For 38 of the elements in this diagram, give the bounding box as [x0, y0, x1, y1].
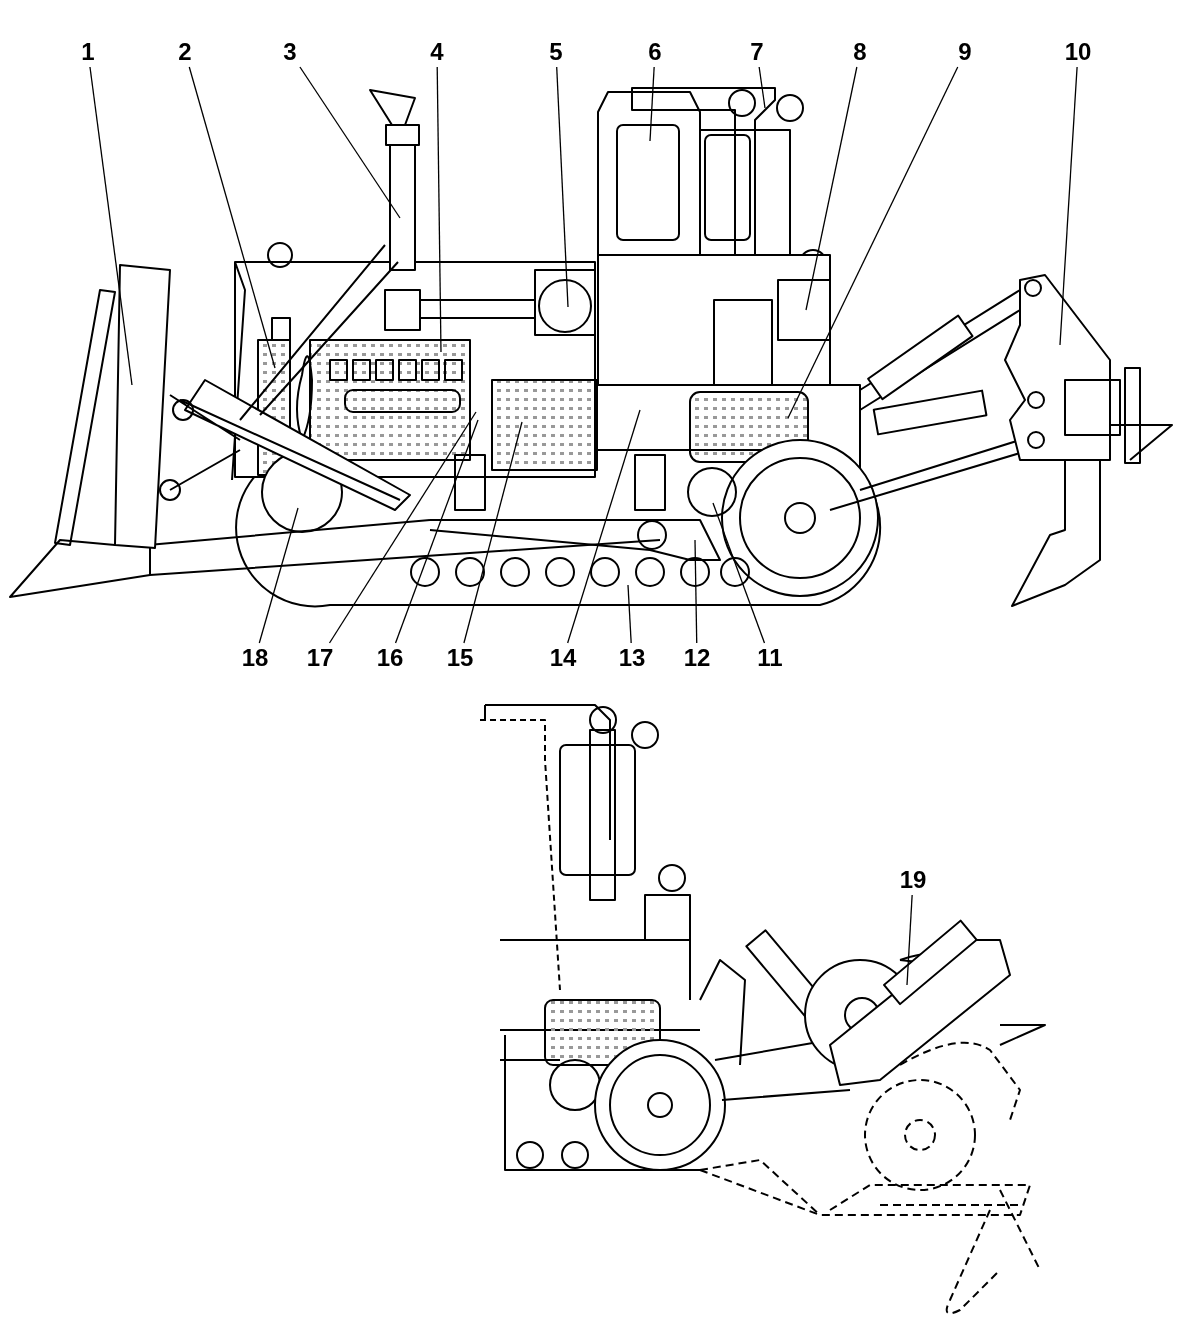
callout-number: 7: [737, 39, 777, 65]
callout-number: 19: [893, 867, 933, 893]
leader-line: [758, 66, 766, 109]
leader-line: [463, 421, 523, 644]
callout-number: 17: [300, 645, 340, 671]
callout-number: 1: [68, 39, 108, 65]
callout-number: 9: [945, 39, 985, 65]
leader-line: [906, 894, 913, 986]
leader-line: [89, 66, 133, 386]
callout-number: 5: [536, 39, 576, 65]
leader-line: [258, 507, 299, 644]
callout-number: 11: [750, 645, 790, 671]
callout-number: 6: [635, 39, 675, 65]
callout-number: 15: [440, 645, 480, 671]
callout-number: 14: [543, 645, 583, 671]
leader-line: [394, 419, 479, 644]
callout-number: 13: [612, 645, 652, 671]
leader-line: [436, 66, 442, 353]
callout-number: 12: [677, 645, 717, 671]
leader-line: [712, 502, 766, 644]
leader-line: [299, 66, 401, 219]
callout-number: 18: [235, 645, 275, 671]
leader-line: [787, 66, 959, 419]
leader-line: [328, 411, 477, 644]
leader-line: [627, 584, 632, 644]
leader-line: [649, 66, 655, 142]
callout-number: 10: [1058, 39, 1098, 65]
callout-number: 16: [370, 645, 410, 671]
leader-line: [556, 66, 569, 308]
callout-number: 2: [165, 39, 205, 65]
leader-line: [694, 539, 698, 644]
callout-number: 8: [840, 39, 880, 65]
leader-line: [805, 66, 858, 311]
callout-number: 3: [270, 39, 310, 65]
leader-line: [1059, 66, 1078, 346]
leader-line: [188, 66, 276, 369]
callout-number: 4: [417, 39, 457, 65]
leader-line: [567, 409, 641, 644]
